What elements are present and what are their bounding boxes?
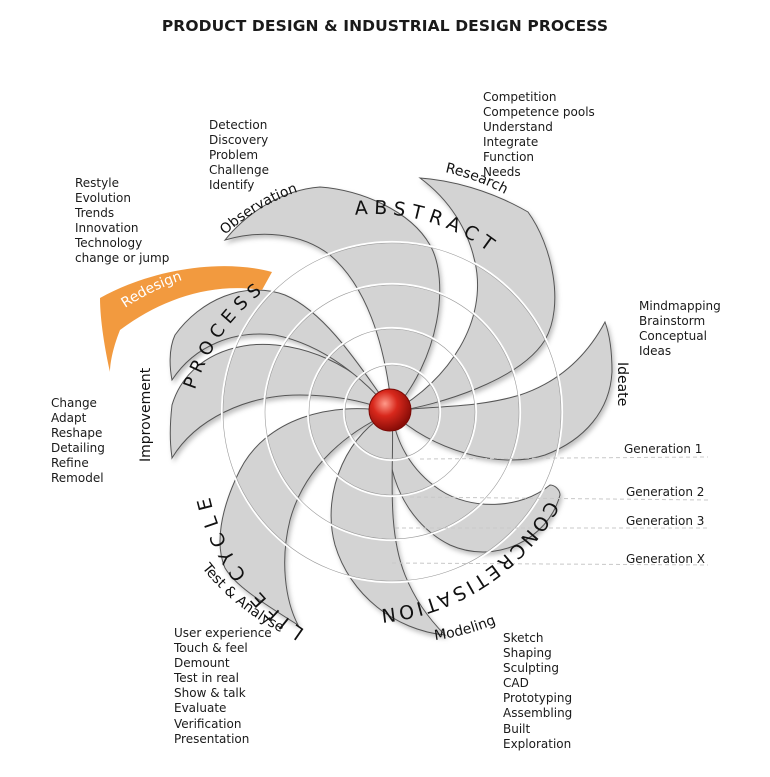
list-item: Needs [483,165,521,180]
step-modeling: Modeling [433,612,498,644]
list-item: Exploration [503,736,572,751]
generation-label: Generation 2 [626,485,705,499]
step-ideate: Ideate [614,362,630,406]
list-item: Evolution [75,191,131,206]
blade-modeling [388,411,561,553]
list-item: Detection [209,118,268,132]
list-item: Innovation [75,221,139,236]
list-item: User experience [174,626,272,640]
list-item: Integrate [483,135,539,150]
list-modeling: Sketch Shaping Sculpting CAD Prototyping… [503,631,572,752]
blade-ideate [391,320,613,461]
list-research: Competition Competence pools Understand … [483,90,595,181]
list-improvement: Change Adapt Reshape Detailing Refine Re… [51,396,105,487]
list-item: Problem [209,148,259,163]
list-item: Change [51,396,97,410]
center-hub [368,388,412,432]
blade-research [391,177,556,413]
list-item: Presentation [174,731,250,746]
list-item: Remodel [51,471,104,486]
list-item: Function [483,150,535,165]
list-item: Discovery [209,133,269,148]
list-item: Evaluate [174,701,227,716]
generation-label: Generation 1 [624,442,703,456]
list-item: Detailing [51,441,105,456]
list-item: Identify [209,178,255,193]
list-item: Restyle [75,176,119,190]
list-item: Technology [75,236,143,251]
blade-process [169,289,393,413]
list-observation: Detection Discovery Problem Challenge Id… [209,118,269,193]
generation-label: Generation 3 [626,514,705,528]
step-improvement: Improvement [138,367,154,462]
list-item: Touch & feel [174,641,248,656]
list-item: Shaping [503,646,552,661]
list-item: Conceptual [639,329,707,344]
list-redesign: Restyle Evolution Trends Innovation Tech… [75,176,169,267]
list-item: Mindmapping [639,299,721,313]
list-item: Sculpting [503,661,560,676]
list-item: Trends [75,206,115,221]
list-item: change or jump [75,251,170,266]
redesign-swoosh [100,266,272,372]
page-title: PRODUCT DESIGN & INDUSTRIAL DESIGN PROCE… [161,17,609,35]
list-item: Demount [174,656,230,671]
list-ideate: Mindmapping Brainstorm Conceptual Ideas [639,299,721,359]
concentric-rings [220,240,564,584]
list-item: Assembling [503,706,573,721]
list-item: Show & talk [174,686,246,701]
list-item: Competence pools [483,105,595,120]
list-item: Reshape [51,426,103,441]
list-test: User experience Touch & feel Demount Tes… [174,626,272,747]
list-item: Test in real [174,671,239,686]
generation-lines [391,456,709,566]
list-item: Refine [51,456,89,471]
list-item: Challenge [209,163,269,178]
list-item: Competition [483,90,557,104]
list-item: Sketch [503,631,544,645]
generation-label: Generation X [626,552,705,566]
list-item: Built [503,721,531,736]
list-item: CAD [503,676,529,691]
list-item: Prototyping [503,691,573,706]
list-item: Brainstorm [639,314,706,329]
list-item: Ideas [639,344,672,359]
list-item: Adapt [51,411,87,426]
list-item: Understand [483,120,553,135]
list-item: Verification [174,716,242,731]
